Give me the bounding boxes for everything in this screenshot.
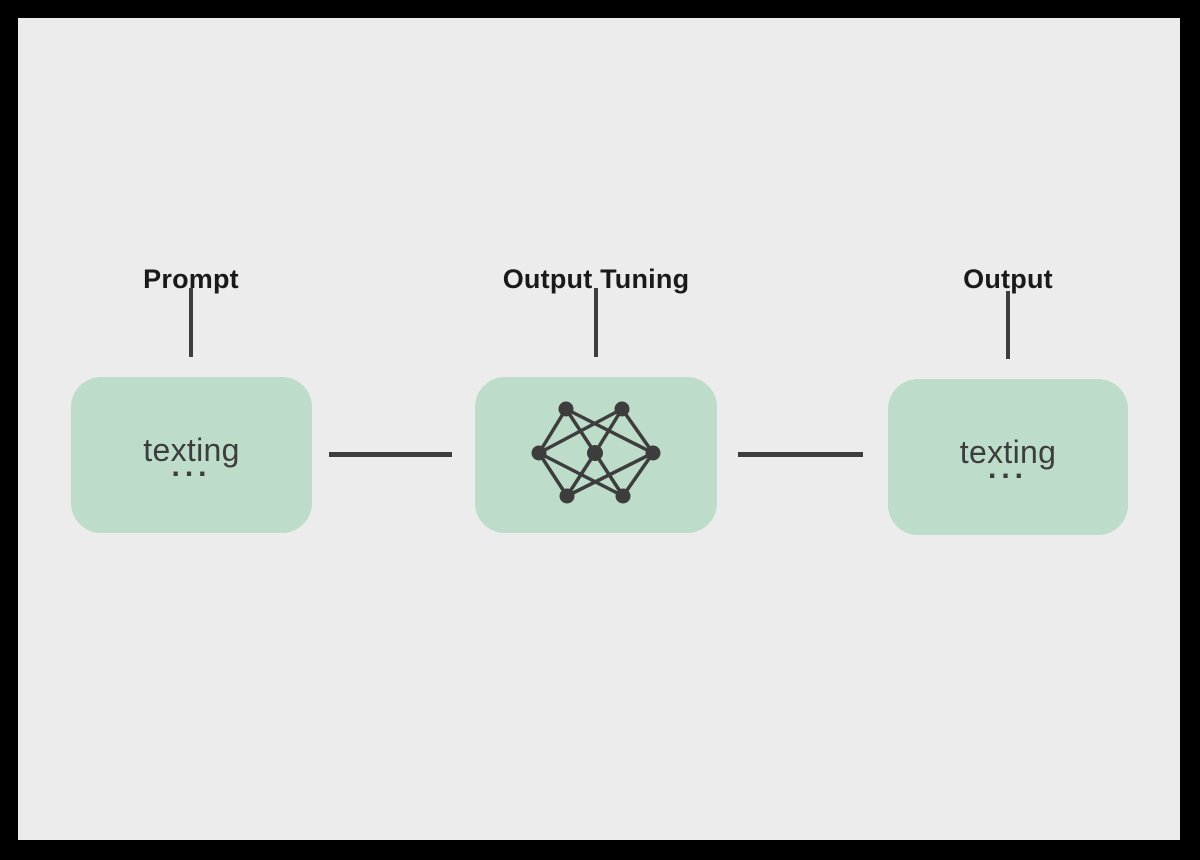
output-box-text: texting [959,434,1057,470]
neural-network-icon [531,401,661,509]
connector-model-to-output [738,452,863,457]
connector-prompt-to-model [329,452,452,457]
output-connector-line [1006,291,1010,359]
diagram-canvas: Prompt texting ... Output Tuning [18,18,1180,840]
prompt-connector-line [189,288,193,357]
output-box: texting ... [888,379,1128,535]
prompt-box-ellipsis: ... [171,450,212,483]
model-box [475,377,717,533]
output-label: Output [963,264,1053,294]
prompt-box-text: texting [143,432,240,468]
prompt-box: texting ... [71,377,312,533]
output-tuning-connector-line [594,288,598,357]
output-box-ellipsis: ... [987,452,1028,485]
